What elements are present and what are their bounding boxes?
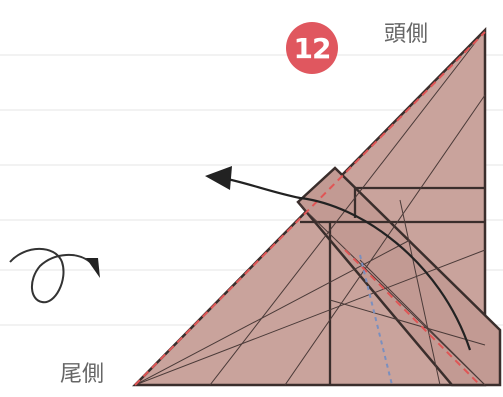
curved-arrow-icon (205, 166, 472, 351)
head-side-label: 頭側 (384, 22, 429, 47)
crease-lines (134, 29, 486, 386)
fold-structure-lines (300, 186, 485, 385)
step-number-badge: 12 (286, 22, 338, 74)
turn-over-icon (9, 247, 100, 304)
mountain-fold-line (359, 254, 393, 386)
valley-fold-lines (134, 31, 486, 386)
tail-side-label: 尾側 (60, 362, 105, 387)
